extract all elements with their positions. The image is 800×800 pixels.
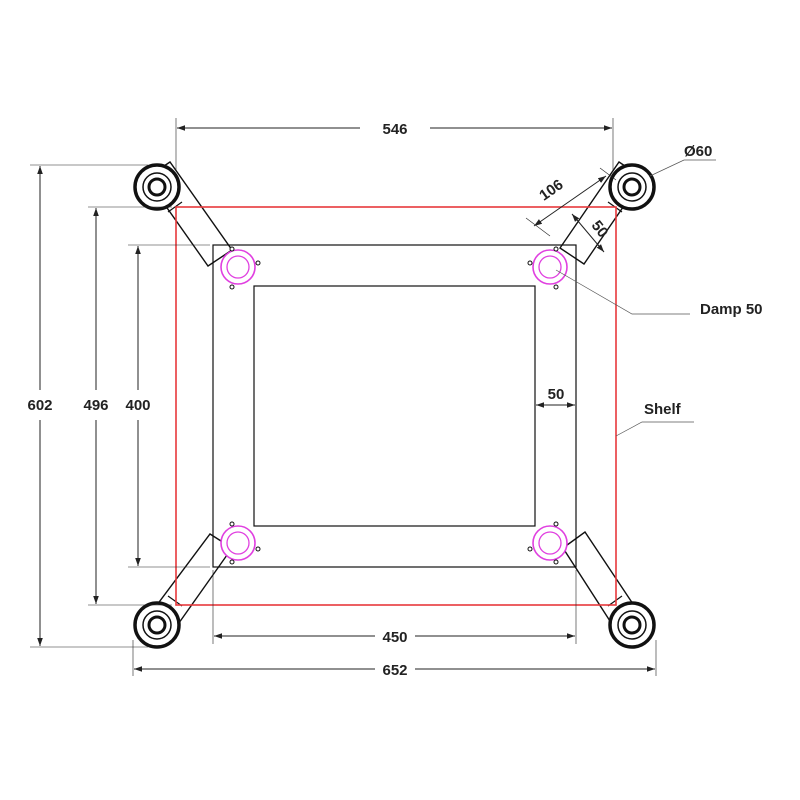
dim-left-outer: 602: [27, 164, 148, 648]
dim-frame-inset: 50: [536, 386, 575, 408]
dampers: [220, 246, 568, 565]
frame-inner: [253, 285, 536, 527]
dim-left-middle: 496: [83, 206, 172, 606]
dim-left-outer-label: 602: [27, 397, 52, 414]
clamp-top-left: [167, 201, 183, 213]
dim-frame-inset-label: 50: [548, 386, 565, 403]
damper-top-left: [220, 246, 261, 290]
dim-diagonal-width-label: 50: [588, 217, 612, 241]
diameter-label: Ø60: [684, 143, 712, 160]
foot-bottom-left: [133, 601, 181, 649]
dim-diagonal-width: 50: [571, 213, 612, 253]
callout-damp: Damp 50: [555, 269, 763, 318]
foot-top-left: [133, 163, 181, 211]
foot-bottom-right: [608, 601, 656, 649]
frame-outer: [212, 244, 577, 568]
dim-inner-width: 450: [212, 570, 577, 646]
damper-bottom-left: [220, 521, 261, 565]
foot-top-right: [608, 163, 656, 211]
dim-inner-width-label: 450: [382, 629, 407, 646]
damp-label: Damp 50: [700, 301, 763, 318]
dim-overall-width: 652: [132, 640, 657, 679]
dim-left-middle-label: 496: [83, 397, 108, 414]
feet: [133, 163, 656, 649]
callout-diameter: Ø60: [649, 143, 716, 177]
dim-left-inner-label: 400: [125, 397, 150, 414]
dim-overall-width-label: 652: [382, 662, 407, 679]
dim-left-inner: 400: [125, 244, 210, 568]
callout-shelf: Shelf: [615, 401, 694, 437]
damper-top-right: [527, 246, 568, 290]
damper-bottom-right: [527, 521, 568, 565]
dim-diagonal-length-label: 106: [536, 176, 566, 204]
dim-top-width: 546: [175, 118, 614, 170]
shelf-outline: [175, 206, 617, 606]
arms: [143, 161, 644, 638]
dim-top-width-label: 546: [382, 121, 407, 138]
shelf-label: Shelf: [644, 401, 682, 418]
